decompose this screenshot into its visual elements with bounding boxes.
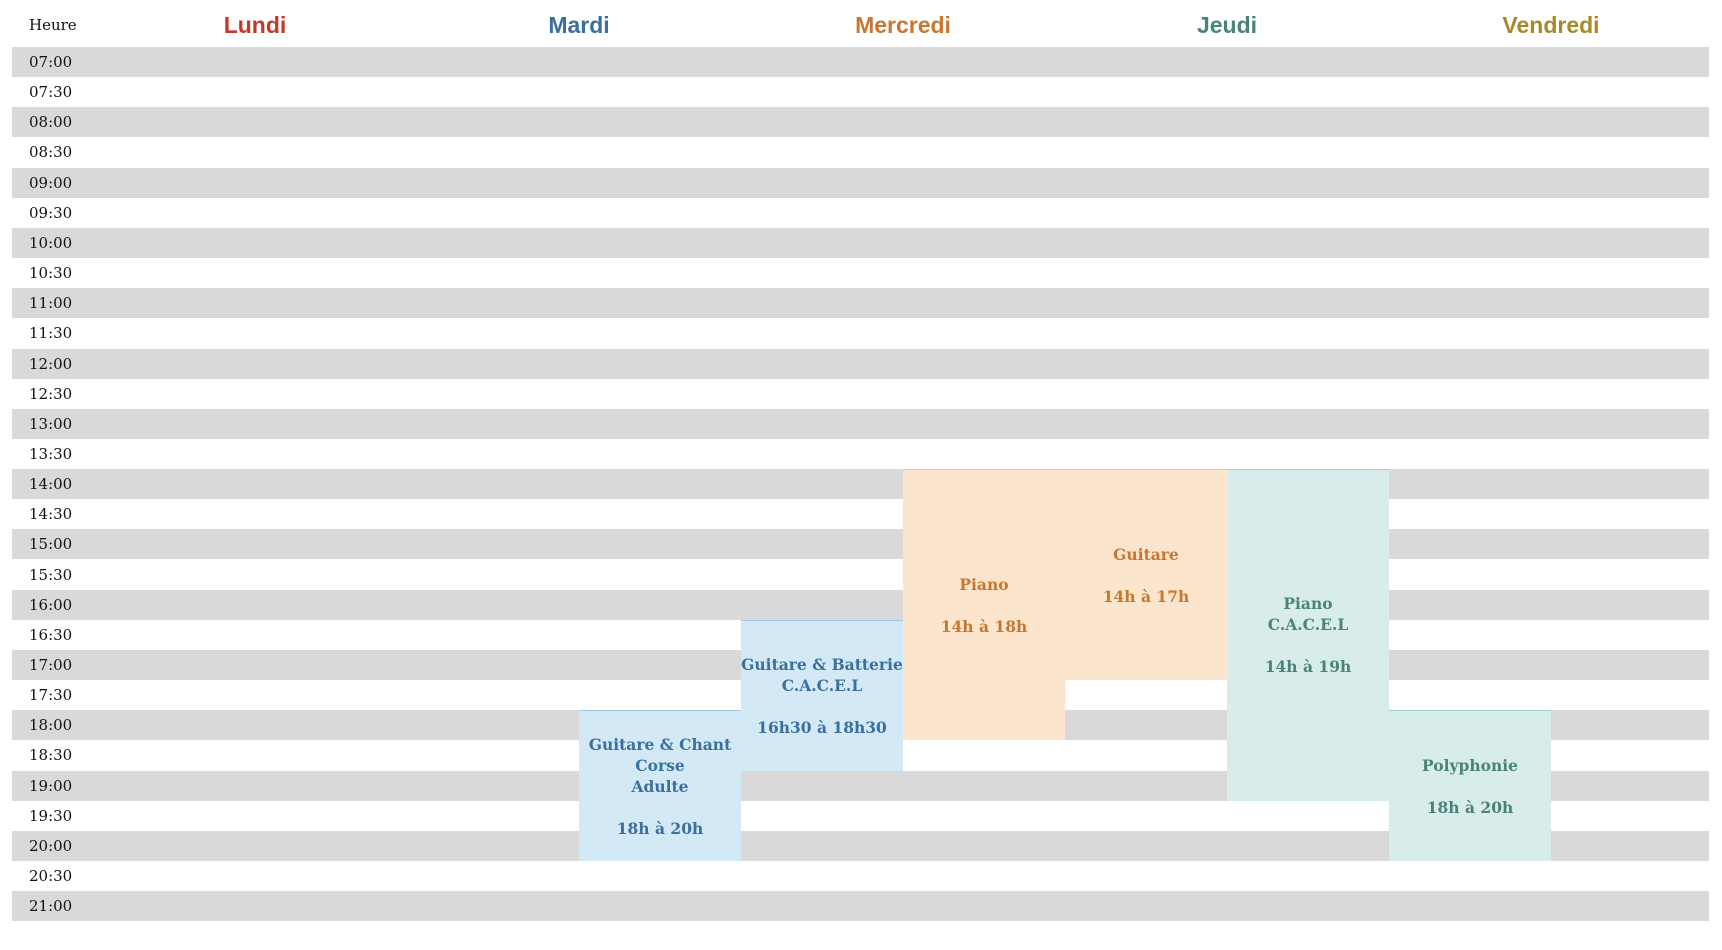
time-row-band [12,408,1709,439]
time-row-band [12,107,1709,138]
time-label: 07:00 [29,53,73,71]
time-label: 12:00 [29,354,73,373]
event-text: Piano C.A.C.E.L 14h à 19h [1264,594,1352,677]
time-row-band [12,167,1709,198]
time-label: 18:30 [29,746,73,765]
time-label: 15:30 [29,565,73,584]
time-label: 11:30 [29,324,73,343]
time-label: 18:00 [29,716,73,735]
time-row-band [12,348,1709,379]
time-label: 21:00 [29,897,73,916]
time-label: 12:30 [29,384,73,403]
event-block[interactable]: Guitare 14h à 17h [1065,469,1227,681]
time-label: 07:30 [29,83,73,102]
event-block[interactable]: Polyphonie 18h à 20h [1389,710,1551,862]
time-label: 10:00 [29,233,73,252]
event-block[interactable]: Guitare & Batterie C.A.C.E.L 16h30 à 18h… [741,619,903,771]
day-header-mercredi: Mercredi [855,12,951,38]
time-label: 13:30 [29,444,73,463]
time-label: 16:30 [29,625,73,644]
time-label: 20:00 [29,836,73,855]
time-label: 09:00 [29,173,73,192]
time-label: 19:30 [29,806,73,825]
time-row-band [12,529,1709,560]
day-header-lundi: Lundi [223,12,287,38]
event-text: Guitare & Chant Corse Adulte 18h à 20h [588,734,732,838]
time-row-band [12,288,1709,319]
event-text: Guitare 14h à 17h [1102,544,1190,606]
event-block[interactable]: Piano 14h à 18h [903,469,1065,741]
event-text: Polyphonie 18h à 20h [1422,755,1518,817]
time-label: 09:30 [29,203,73,222]
day-header-jeudi: Jeudi [1196,12,1258,38]
time-label: 11:00 [29,294,73,313]
time-label: 20:30 [29,867,73,886]
time-label: 14:00 [29,475,73,494]
hour-column-title: Heure [29,16,77,34]
event-text: Piano 14h à 18h [940,574,1028,636]
time-row-band [12,891,1709,922]
time-row-band [12,47,1709,77]
event-text: Guitare & Batterie C.A.C.E.L 16h30 à 18h… [741,654,903,737]
event-block[interactable]: Piano C.A.C.E.L 14h à 19h [1227,469,1389,801]
time-label: 13:00 [29,414,73,433]
time-label: 17:00 [29,656,73,674]
time-label: 19:00 [29,776,73,795]
event-block[interactable]: Guitare & Chant Corse Adulte 18h à 20h [579,710,741,862]
time-row-band [12,589,1709,620]
time-label: 10:30 [29,264,73,283]
time-label: 08:00 [29,113,73,132]
time-label: 15:00 [29,535,73,554]
time-row-band [12,469,1709,500]
day-header-mardi: Mardi [548,12,610,38]
time-label: 16:00 [29,595,73,614]
time-label: 17:30 [29,686,73,705]
time-label: 08:30 [29,143,73,162]
time-row-band [12,227,1709,258]
time-label: 14:30 [29,505,73,524]
day-header-vendredi: Vendredi [1502,12,1600,38]
